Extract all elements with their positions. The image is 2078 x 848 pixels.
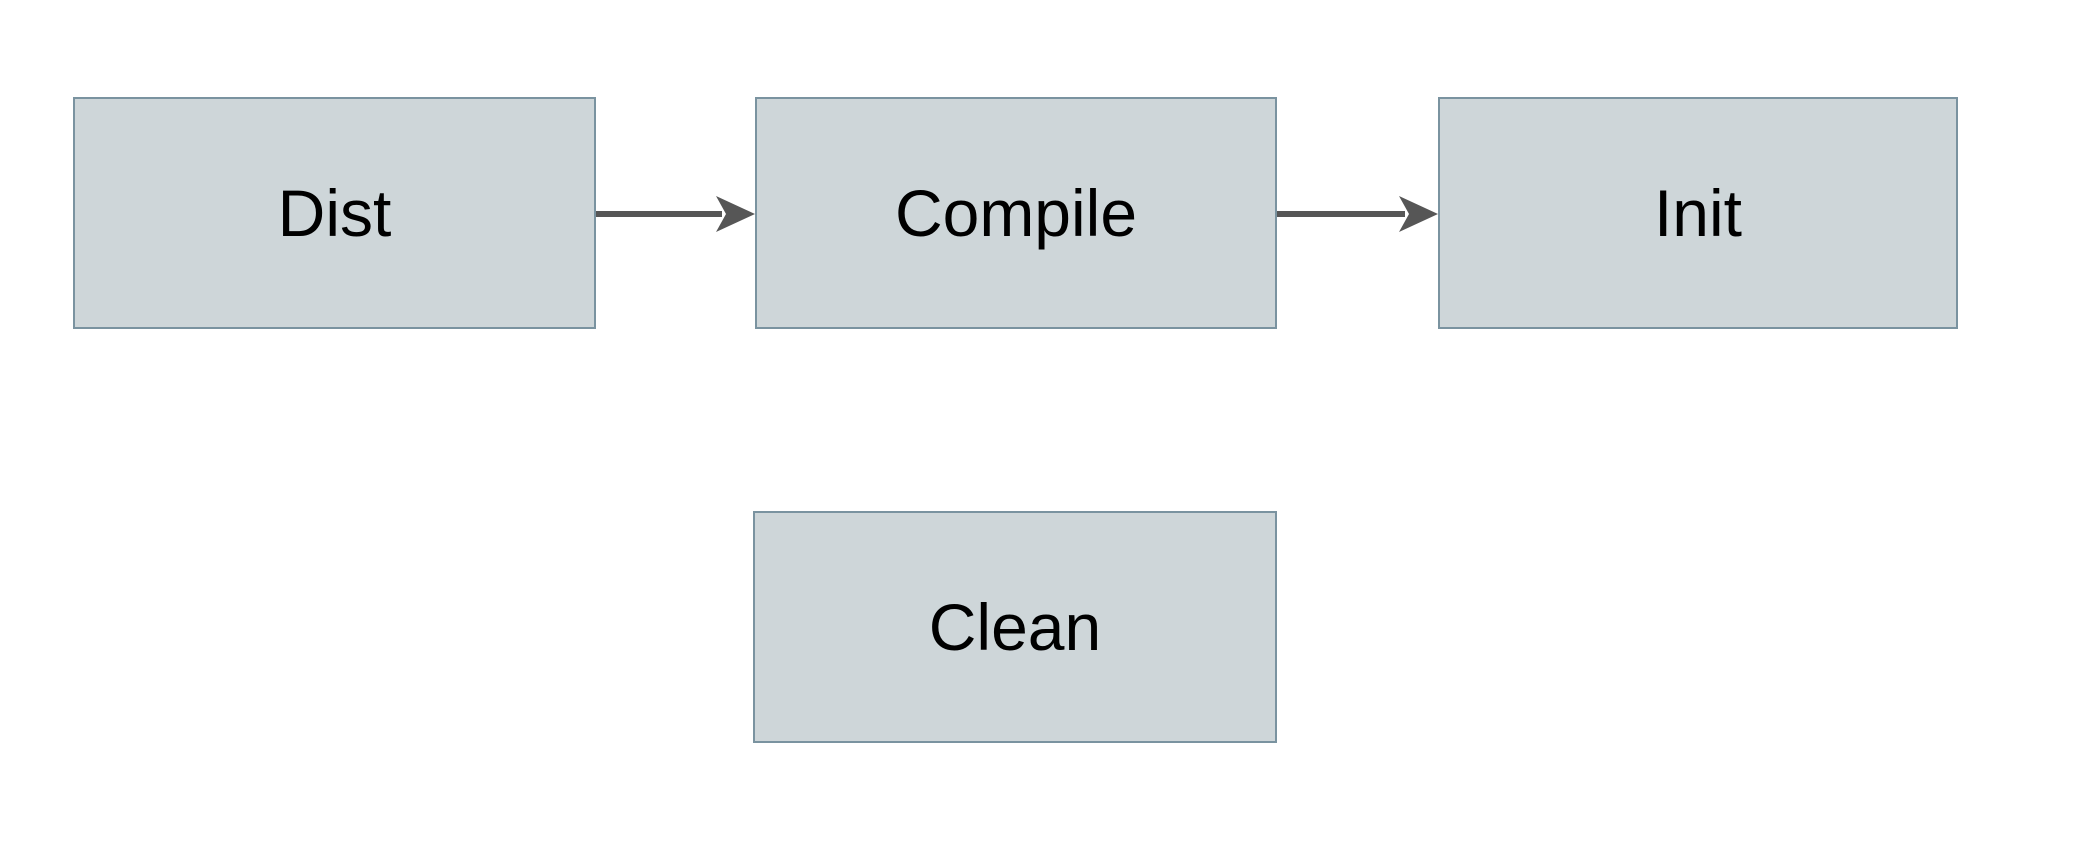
node-init-label: Init — [1653, 176, 1743, 250]
arrowhead-icon — [1399, 196, 1438, 232]
edge-dist-to-compile[interactable] — [596, 188, 755, 240]
node-clean-label: Clean — [928, 590, 1102, 664]
node-compile[interactable]: Compile — [755, 97, 1277, 329]
node-clean[interactable]: Clean — [753, 511, 1277, 743]
node-dist-label: Dist — [277, 176, 392, 250]
edge-compile-to-init[interactable] — [1277, 188, 1438, 240]
node-compile-label: Compile — [894, 176, 1138, 250]
node-init[interactable]: Init — [1438, 97, 1958, 329]
node-dist[interactable]: Dist — [73, 97, 596, 329]
arrowhead-icon — [716, 196, 755, 232]
